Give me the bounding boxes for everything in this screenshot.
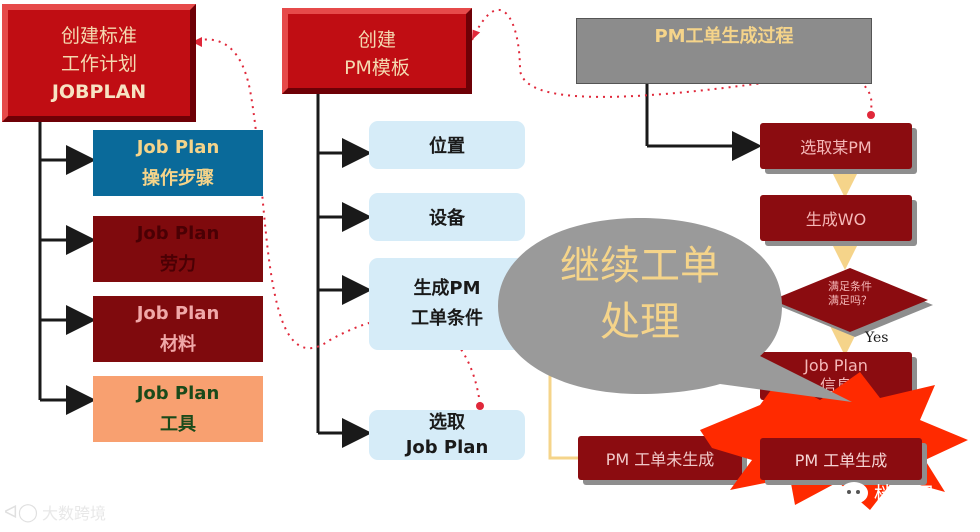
create-pm-line1: 创建 [357,29,396,51]
create-jobplan-line1: 创建标准 [60,25,137,47]
pm-select-jobplan-line2: Job Plan [405,437,489,458]
jobplan-tree-lines [38,120,96,415]
create-jobplan-line2: 工作计划 [60,53,137,75]
link-dot-jobplan [476,402,484,410]
step-pm-generated[interactable]: PM 工单生成 [760,438,922,480]
watermark-left: ᐊ◯ 大数跨境 [4,500,106,524]
step-generate-wo[interactable]: 生成WO [760,195,912,241]
callout-line2: 处理 [600,299,680,345]
jobplan-labor-box[interactable]: Job Plan 劳力 [93,216,263,282]
jobplan-labor-sub: 劳力 [160,254,196,275]
decision-text: 满足条件 满足吗？ [790,280,910,308]
decision-line2: 满足吗？ [828,294,872,307]
jobplan-material-title: Job Plan [136,303,220,324]
create-pm-box[interactable]: 创建 PM模板 [282,8,472,94]
pm-asset-pill[interactable]: 设备 [369,193,525,241]
link-dot-pm [867,111,875,119]
pm-select-jobplan-line1: 选取 [429,412,465,433]
callout-text: 继续工单 处理 [522,238,758,350]
jobplan-steps-title: Job Plan [136,137,220,158]
pm-conditions-line2: 工单条件 [411,308,483,329]
jobplan-tools-box[interactable]: Job Plan 工具 [93,376,263,442]
decision-line1: 满足条件 [828,280,872,293]
process-header: PM工单生成过程 [576,18,872,84]
callout-bubble [498,218,852,402]
pm-select-jobplan-pill[interactable]: 选取 Job Plan [369,410,525,460]
yes-label: Yes [865,330,889,346]
process-entry-line [645,84,762,161]
create-pm-line2: PM模板 [344,57,410,79]
create-jobplan-line3: JOBPLAN [51,81,147,103]
jobplan-tools-title: Job Plan [136,383,220,404]
watermark-left-text: 大数跨境 [42,504,107,523]
step-jobplan-info-line1: Job Plan [804,356,868,375]
pm-conditions-line1: 生成PM [413,278,481,299]
watermark-right: 档即用 [840,478,934,507]
callout-line1: 继续工单 [560,243,720,289]
watermark-left-logo-icon: ᐊ◯ [4,501,38,523]
jobplan-steps-sub: 操作步骤 [142,168,214,189]
jobplan-material-box[interactable]: Job Plan 材料 [93,296,263,362]
wechat-icon [840,481,868,504]
jobplan-steps-box[interactable]: Job Plan 操作步骤 [93,130,263,196]
pm-asset-label: 设备 [429,208,465,229]
step-select-pm[interactable]: 选取某PM [760,123,912,169]
watermark-right-text: 档即用 [874,482,934,506]
create-jobplan-box[interactable]: 创建标准 工作计划 JOBPLAN [2,4,196,122]
pm-location-pill[interactable]: 位置 [369,121,525,169]
pm-location-label: 位置 [429,136,465,157]
jobplan-tools-sub: 工具 [160,414,196,435]
jobplan-material-sub: 材料 [160,334,196,355]
jobplan-labor-title: Job Plan [136,223,220,244]
pm-tree-lines [316,82,372,448]
